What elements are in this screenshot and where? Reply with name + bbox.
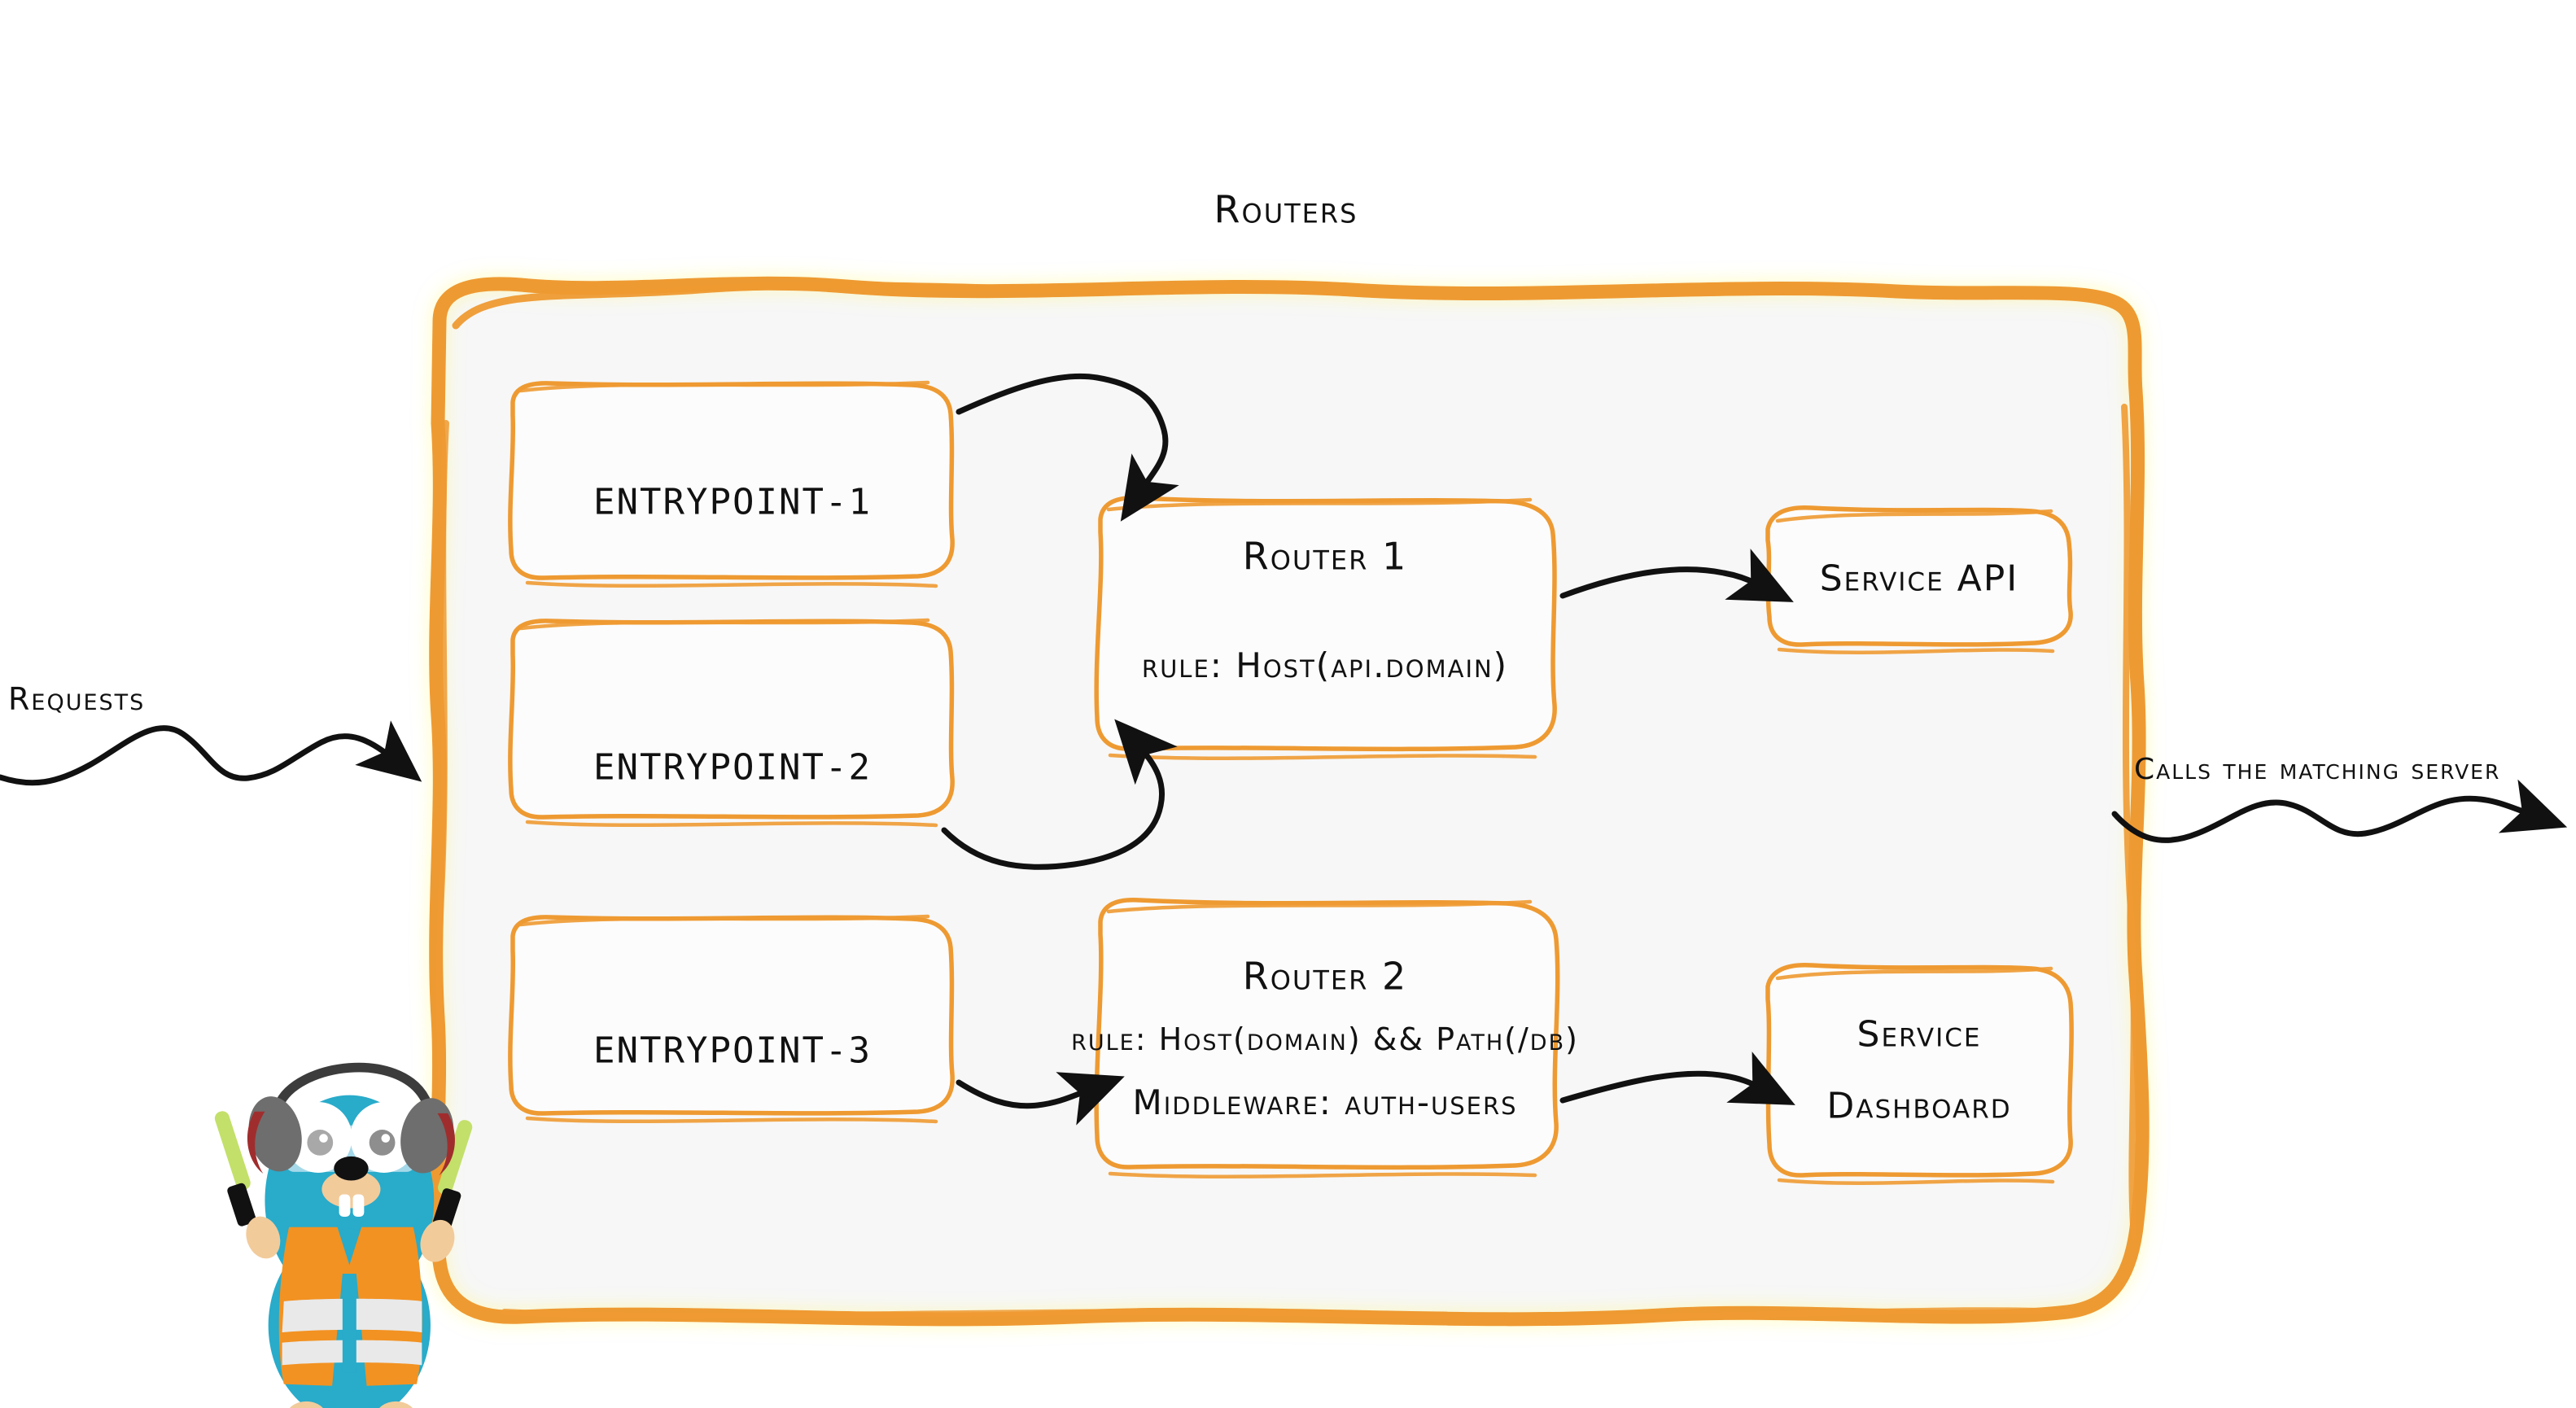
service-box-dashboard[interactable] — [1765, 962, 2074, 1185]
router-1-rule: rule: Host(api.domain) — [1141, 645, 1509, 685]
service-dashboard-label-line-1: Service — [1857, 1013, 1982, 1056]
entrypoint-box-2[interactable] — [508, 618, 955, 828]
requests-inbound-arrow — [0, 720, 422, 786]
calls-matching-server-label: Calls the matching server — [2134, 753, 2501, 786]
router-2-middleware: Middleware: auth-users — [1132, 1082, 1518, 1122]
entrypoint-2-label: entrypoint-2 — [593, 746, 872, 789]
entrypoint-1-to-router-1-arrow — [956, 373, 1179, 522]
calls-matching-server-arrow — [2111, 779, 2568, 843]
requests-label: Requests — [8, 681, 146, 717]
entrypoint-3-label: entrypoint-3 — [593, 1030, 872, 1072]
page-title: Routers — [1214, 187, 1358, 232]
router-1-to-service-api-arrow — [1559, 549, 1794, 602]
service-box-api[interactable] — [1765, 505, 2073, 654]
entrypoint-3-to-router-2-arrow — [956, 1072, 1125, 1126]
entrypoint-2-to-router-1-arrow — [941, 719, 1178, 870]
router-2-title: Router 2 — [1242, 954, 1408, 999]
router-box-2[interactable] — [1094, 897, 1560, 1178]
entrypoint-box-3[interactable] — [508, 914, 955, 1124]
service-api-label: Service API — [1819, 558, 2019, 600]
entrypoint-box-1[interactable] — [508, 380, 955, 588]
router-2-to-service-dashboard-arrow — [1559, 1052, 1795, 1105]
service-dashboard-label-line-2: Dashboard — [1826, 1085, 2012, 1127]
entrypoint-1-label: entrypoint-1 — [593, 481, 872, 523]
router-2-rule: rule: Host(domain) && Path(/db) — [1071, 1021, 1579, 1058]
router-1-title: Router 1 — [1242, 534, 1408, 579]
traefik-gopher-mascot: tr æ fik — [214, 1062, 473, 1408]
